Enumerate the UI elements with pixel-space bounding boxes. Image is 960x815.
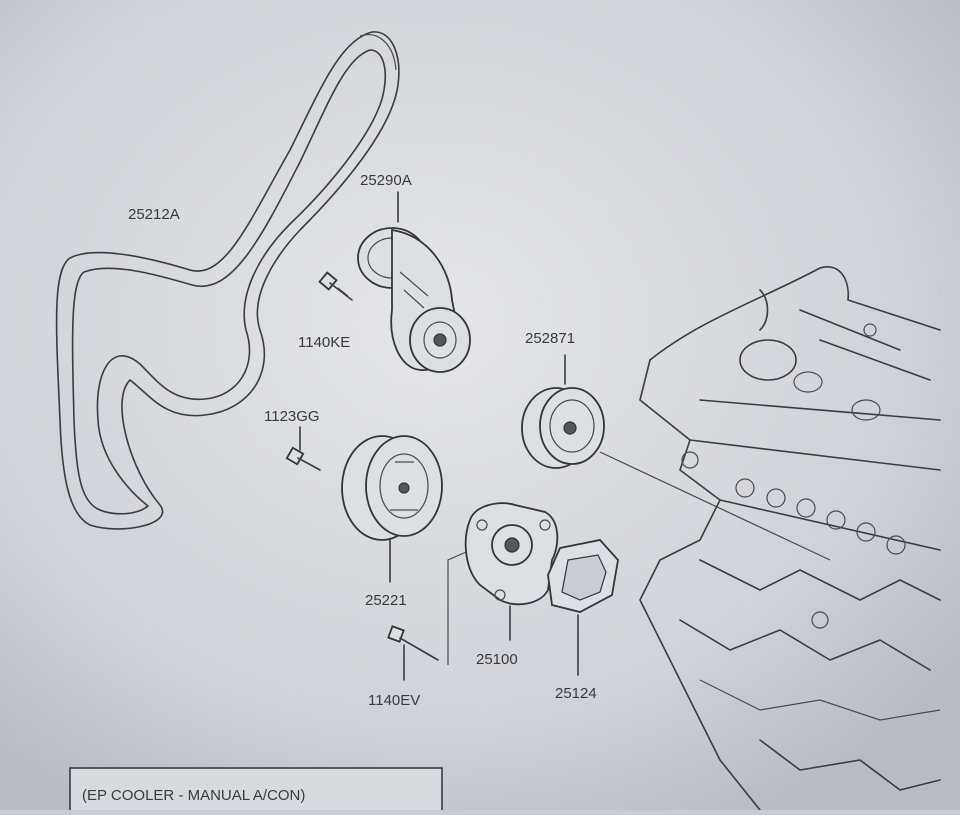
label-idler-pulley: 252871	[525, 330, 575, 347]
idler-pulley	[521, 354, 605, 469]
drive-belt	[55, 31, 400, 530]
caption-text: (EP COOLER - MANUAL A/CON)	[82, 787, 305, 804]
label-belt: 25212A	[128, 206, 180, 223]
engine-block	[639, 266, 941, 811]
water-pump-pulley	[341, 435, 443, 583]
belt-tensioner	[357, 191, 471, 373]
label-tensioner: 25290A	[360, 172, 412, 189]
label-tensioner-bolt: 1140KE	[298, 334, 350, 351]
caption-box: (EP COOLER - MANUAL A/CON)	[69, 767, 443, 815]
label-pulley-bolt: 1123GG	[264, 408, 320, 425]
label-water-pump: 25100	[476, 651, 518, 668]
label-gasket: 25124	[555, 685, 597, 702]
label-water-pump-pulley: 25221	[365, 592, 407, 609]
label-pump-bolt: 1140EV	[368, 692, 420, 709]
idler-leader-line	[599, 451, 831, 561]
pulley-bolt	[285, 426, 321, 471]
pump-bolt	[387, 551, 467, 681]
pump-gasket	[547, 539, 619, 676]
water-pump	[464, 502, 559, 641]
tensioner-bolt	[318, 271, 353, 301]
